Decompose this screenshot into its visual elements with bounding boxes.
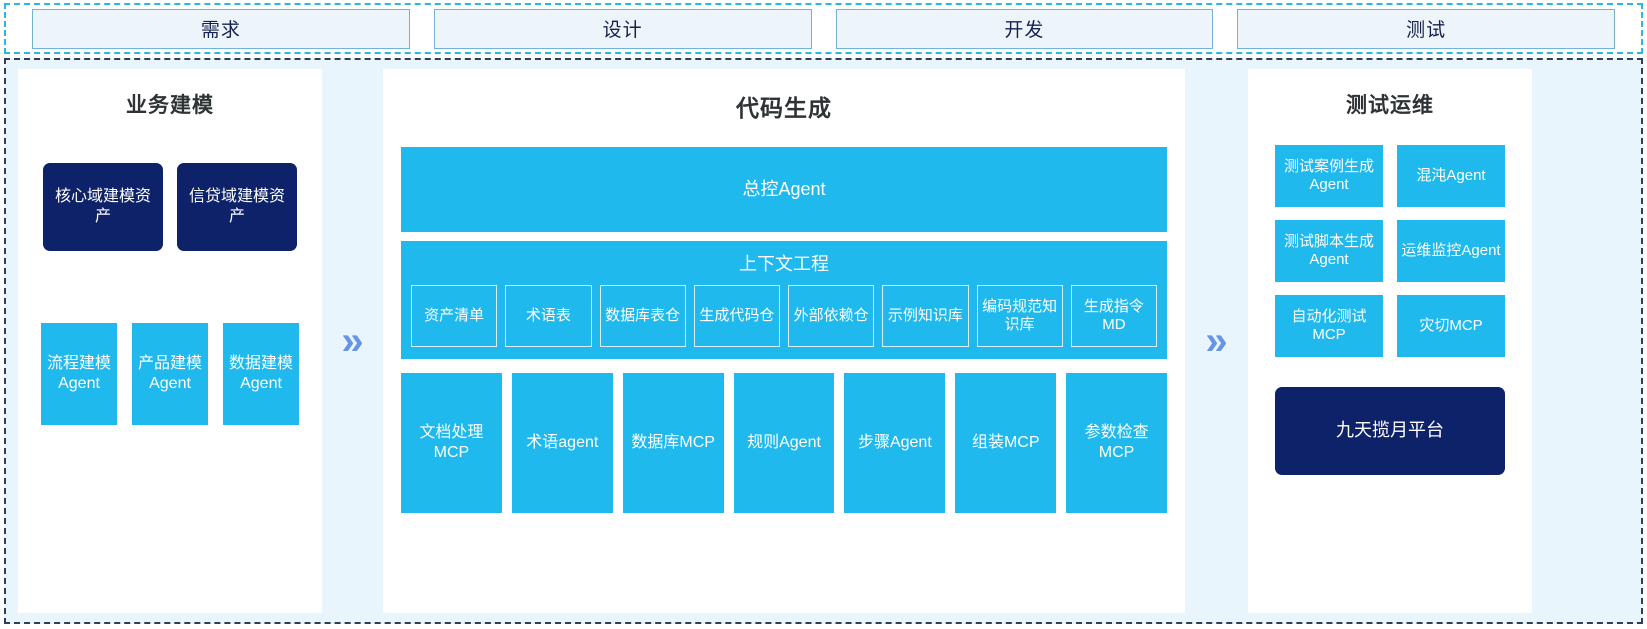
context-items-row: 资产清单 术语表 数据库表仓 生成代码仓 外部依赖仓 示例知识库 编码规范知识库… <box>411 285 1157 347</box>
context-item-generated-code-repo[interactable]: 生成代码仓 <box>693 285 780 347</box>
test-operations-grid: 测试案例生成Agent 混沌Agent 测试脚本生成Agent 运维监控Agen… <box>1275 145 1505 357</box>
phase-box-requirements[interactable]: 需求 <box>32 8 410 49</box>
business-assets-group: 核心域建模资产 信贷域建模资产 <box>43 163 297 251</box>
phase-strip: 需求 设计 开发 测试 <box>4 3 1643 54</box>
tool-rule-agent[interactable]: 规则Agent <box>733 373 835 513</box>
agent-test-case-generation[interactable]: 测试案例生成Agent <box>1275 145 1383 207</box>
context-item-asset-inventory[interactable]: 资产清单 <box>411 285 498 347</box>
context-item-glossary[interactable]: 术语表 <box>505 285 592 347</box>
master-control-agent[interactable]: 总控Agent <box>401 147 1167 232</box>
context-engineering-title: 上下文工程 <box>739 254 829 274</box>
phase-box-testing[interactable]: 测试 <box>1237 8 1615 49</box>
context-item-generation-instruction-md[interactable]: 生成指令MD <box>1070 285 1157 347</box>
business-agents-group: 流程建模Agent 产品建模Agent 数据建模Agent <box>41 323 299 425</box>
tool-document-processing-mcp[interactable]: 文档处理MCP <box>401 373 502 513</box>
panel-business-modeling: 业务建模 核心域建模资产 信贷域建模资产 流程建模Agent 产品建模Agent… <box>18 69 322 613</box>
asset-core-domain-modeling[interactable]: 核心域建模资产 <box>43 163 163 251</box>
agent-process-modeling[interactable]: 流程建模Agent <box>41 323 117 425</box>
context-item-database-table-repo[interactable]: 数据库表仓 <box>599 285 686 347</box>
panel-title-business-modeling: 业务建模 <box>126 94 214 117</box>
flow-arrow-right: » <box>1205 319 1228 363</box>
agent-chaos[interactable]: 混沌Agent <box>1397 145 1505 207</box>
tool-disaster-switch-mcp[interactable]: 灾切MCP <box>1397 295 1505 357</box>
context-item-example-knowledge-base[interactable]: 示例知识库 <box>882 285 969 347</box>
agent-product-modeling[interactable]: 产品建模Agent <box>132 323 208 425</box>
panel-title-test-operations: 测试运维 <box>1346 94 1434 117</box>
context-item-coding-standard-knowledge-base[interactable]: 编码规范知识库 <box>976 285 1063 347</box>
code-generation-tools-row: 文档处理MCP 术语agent 数据库MCP 规则Agent 步骤Agent 组… <box>401 373 1168 513</box>
tool-assembly-mcp[interactable]: 组装MCP <box>955 373 1057 513</box>
phase-box-development[interactable]: 开发 <box>835 8 1214 49</box>
platform-jiutian-lanyue[interactable]: 九天揽月平台 <box>1275 387 1505 475</box>
panel-code-generation: 代码生成 总控Agent 上下文工程 资产清单 术语表 数据库表仓 生成代码仓 … <box>383 69 1185 613</box>
tool-automated-test-mcp[interactable]: 自动化测试MCP <box>1275 295 1383 357</box>
agent-ops-monitoring[interactable]: 运维监控Agent <box>1397 220 1505 282</box>
code-generation-content: 总控Agent 上下文工程 资产清单 术语表 数据库表仓 生成代码仓 外部依赖仓… <box>401 123 1168 513</box>
agent-data-modeling[interactable]: 数据建模Agent <box>223 323 299 425</box>
asset-credit-domain-modeling[interactable]: 信贷域建模资产 <box>177 163 297 251</box>
panel-title-code-generation: 代码生成 <box>736 95 832 121</box>
diagram-body: 业务建模 核心域建模资产 信贷域建模资产 流程建模Agent 产品建模Agent… <box>4 58 1643 624</box>
context-engineering-block: 上下文工程 资产清单 术语表 数据库表仓 生成代码仓 外部依赖仓 示例知识库 编… <box>401 241 1167 359</box>
agent-test-script-generation[interactable]: 测试脚本生成Agent <box>1275 220 1383 282</box>
phase-box-design[interactable]: 设计 <box>433 8 812 49</box>
tool-parameter-check-mcp[interactable]: 参数检查MCP <box>1066 373 1168 513</box>
tool-step-agent[interactable]: 步骤Agent <box>844 373 946 513</box>
tool-glossary-agent[interactable]: 术语agent <box>511 373 613 513</box>
context-item-external-dependency-repo[interactable]: 外部依赖仓 <box>788 285 875 347</box>
panel-test-operations: 测试运维 测试案例生成Agent 混沌Agent 测试脚本生成Agent 运维监… <box>1248 69 1532 613</box>
flow-arrow-left: » <box>341 319 364 363</box>
tool-database-mcp[interactable]: 数据库MCP <box>622 373 724 513</box>
